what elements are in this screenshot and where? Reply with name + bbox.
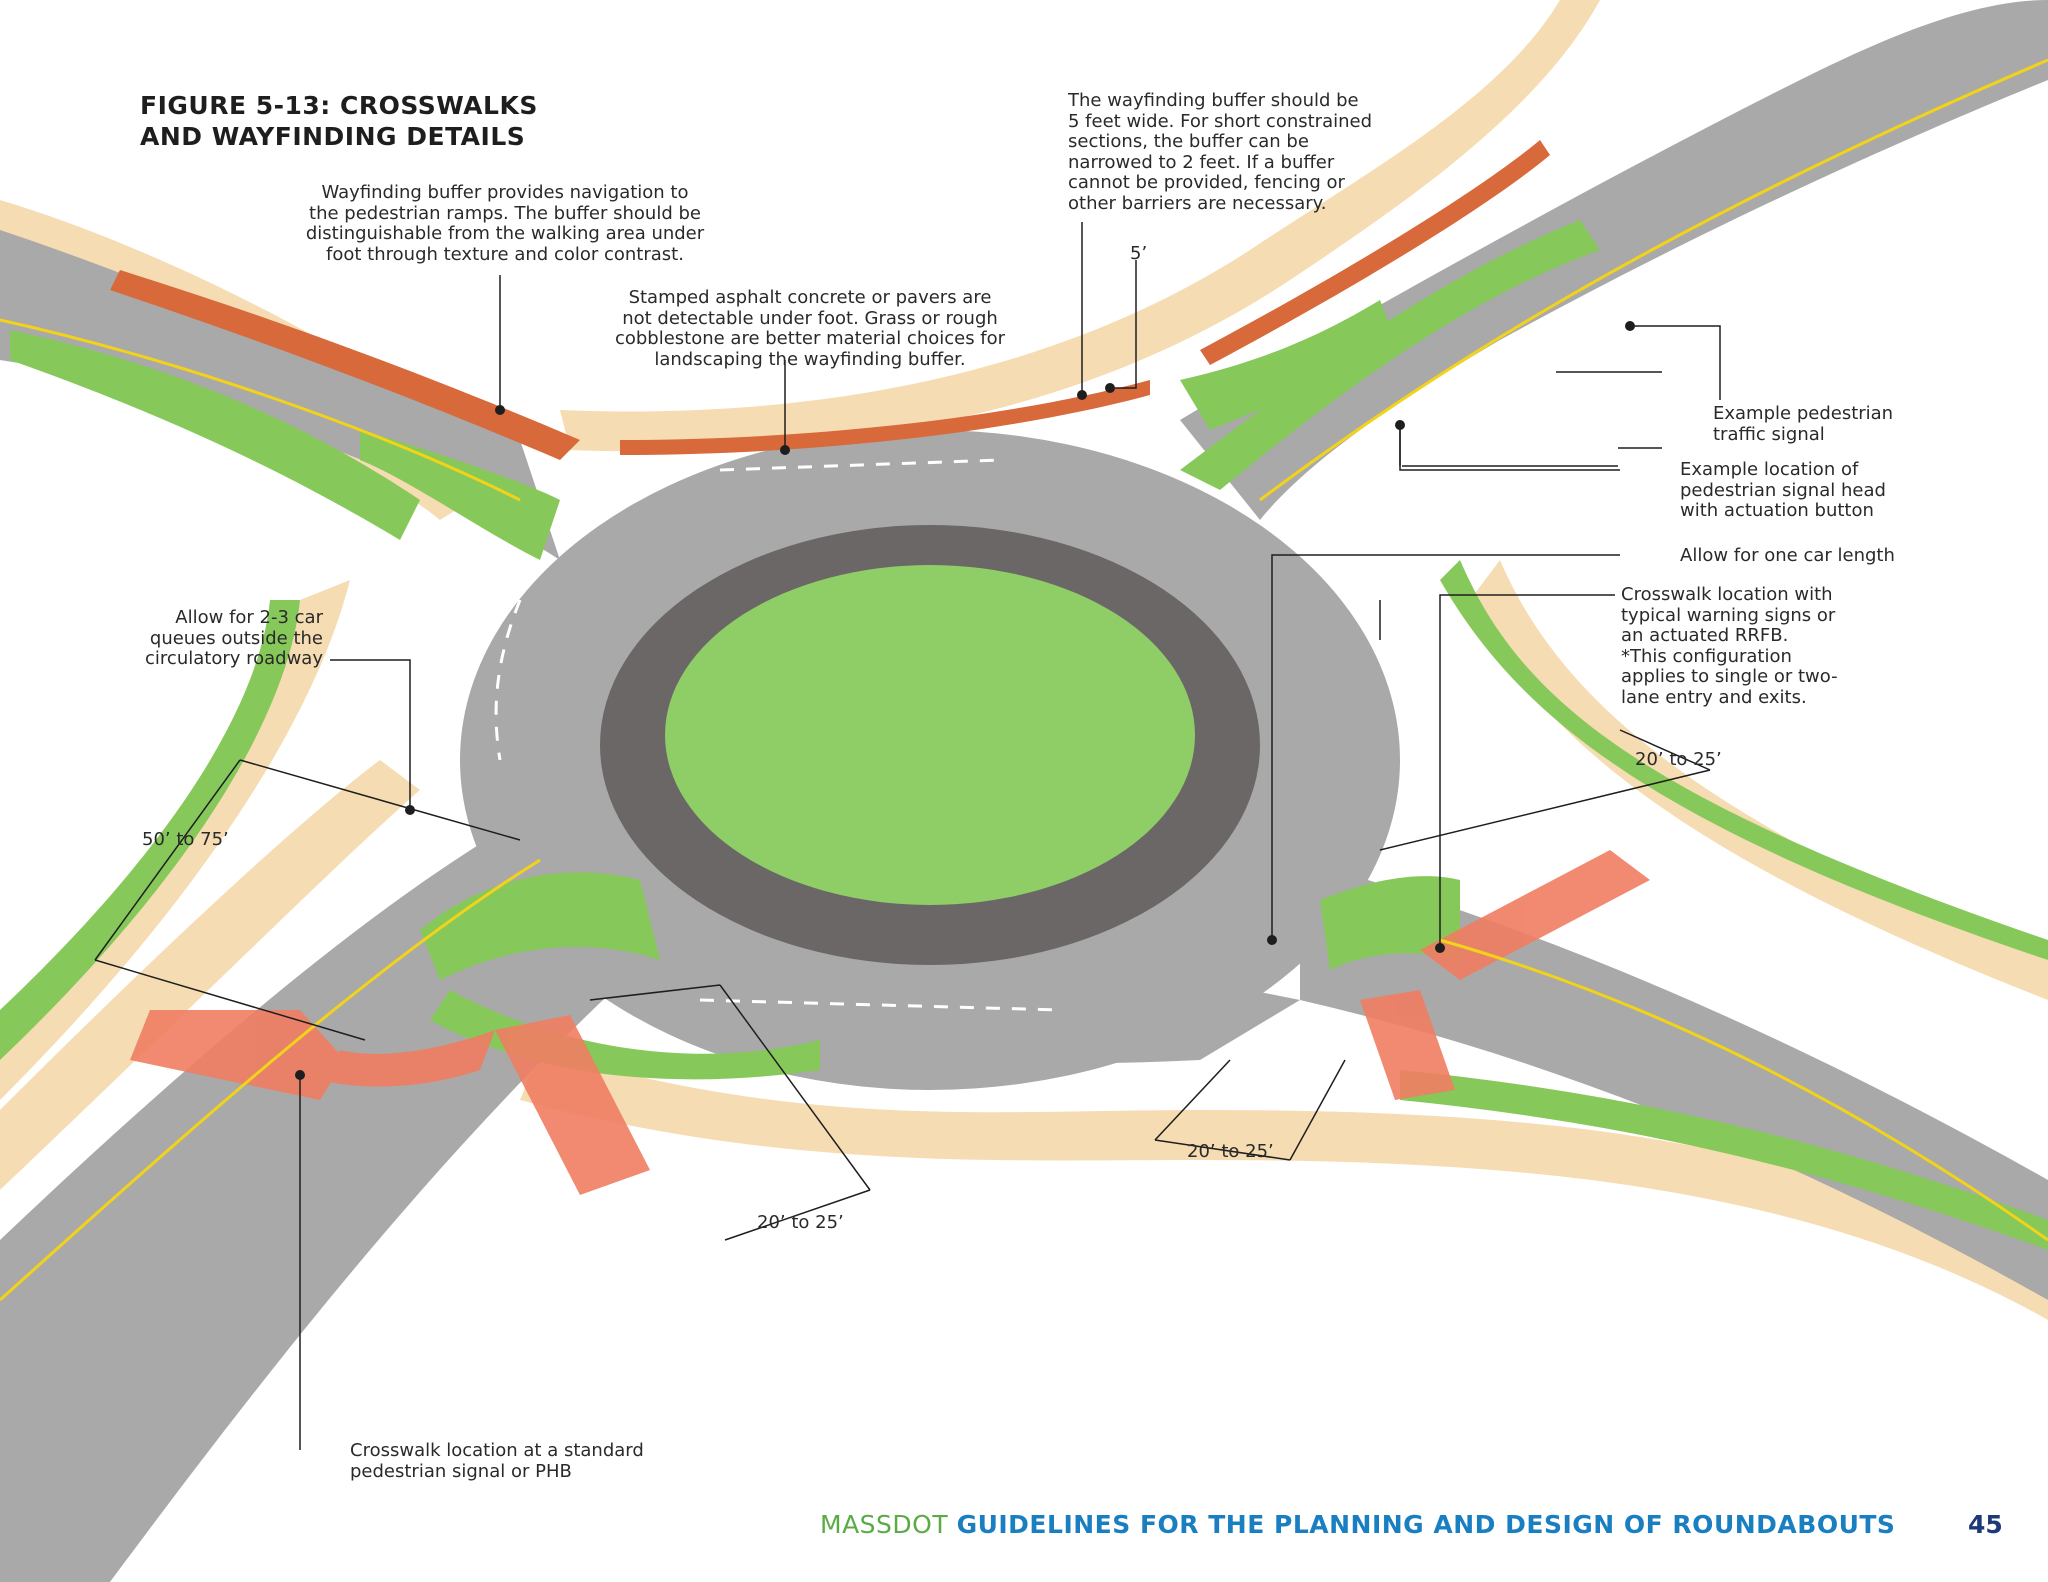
callout-line: typical warning signs or <box>1621 604 1836 626</box>
callout-line: pedestrian signal or PHB <box>350 1460 572 1482</box>
dimension-crosswalk-setback-bottom-right: 20’ to 25’ <box>1187 1141 1274 1162</box>
figure-title-line2: AND WAYFINDING DETAILS <box>140 122 526 151</box>
callout-line: queues outside the <box>149 627 323 649</box>
callout-line: Crosswalk location with <box>1621 584 1833 605</box>
callout-standard-signal: Crosswalk location at a standard pedestr… <box>350 1440 710 1482</box>
callout-line: Example pedestrian <box>1713 403 1894 424</box>
callout-line: Example location of <box>1680 459 1859 480</box>
callout-car-length: Allow for one car length <box>1680 545 1895 566</box>
callout-line: Wayfinding buffer provides navigation to <box>321 182 689 203</box>
central-island <box>665 565 1195 905</box>
buffer-dimension-label: 5’ <box>1130 243 1148 264</box>
callout-line: sections, the buffer can be <box>1068 131 1309 152</box>
crosswalks <box>130 850 1650 1195</box>
grass-strips <box>0 220 2048 1250</box>
callout-leaders <box>299 222 1721 1450</box>
callout-line: with actuation button <box>1680 500 1874 521</box>
dimension-crosswalk-setback-right: 20’ to 25’ <box>1635 749 1722 770</box>
callout-line: cobblestone are better material choices … <box>614 328 1006 349</box>
callout-ped-traffic-signal: Example pedestrian traffic signal <box>1713 403 1953 445</box>
callout-line: pedestrian signal head <box>1680 479 1886 501</box>
page-number: 45 <box>1968 1510 2003 1539</box>
callout-ped-signal-head: Example location of pedestrian signal he… <box>1680 459 1940 522</box>
callout-line: distinguishable from the walking area un… <box>305 223 705 244</box>
dimension-brackets <box>94 729 1711 1241</box>
callout-line: cannot be provided, fencing or <box>1068 172 1345 193</box>
callout-line: The wayfinding buffer should be <box>1068 90 1359 111</box>
callout-line: lane entry and exits. <box>1621 686 1807 708</box>
footer-brand: MASSDOT <box>820 1510 949 1539</box>
lane-markings <box>494 458 1429 1012</box>
callout-line: *This configuration <box>1621 645 1792 667</box>
callout-line: 5 feet wide. For short constrained <box>1068 110 1373 132</box>
figure-title: FIGURE 5-13: CROSSWALKS AND WAYFINDING D… <box>140 90 538 152</box>
dimension-crosswalk-setback-bottom: 20’ to 25’ <box>757 1212 844 1233</box>
callout-line: Allow for 2-3 car <box>175 607 323 628</box>
callout-line: landscaping the wayfinding buffer. <box>654 348 966 370</box>
callout-buffer-width: The wayfinding buffer should be 5 feet w… <box>1068 90 1408 214</box>
callout-line: not detectable under foot. Grass or roug… <box>622 307 998 329</box>
callout-line: circulatory roadway <box>145 648 323 669</box>
callout-line: an actuated RRFB. <box>1621 625 1789 646</box>
callout-line: foot through texture and color contrast. <box>326 243 684 265</box>
callout-line: narrowed to 2 feet. If a buffer <box>1068 151 1335 173</box>
callout-stamped-asphalt: Stamped asphalt concrete or pavers are n… <box>605 287 1015 370</box>
yellow-center-lines <box>0 58 2048 1302</box>
callout-line: the pedestrian ramps. The buffer should … <box>309 202 701 224</box>
wayfinding-buffers <box>110 140 1550 460</box>
footer-guideline-title: GUIDELINES FOR THE PLANNING AND DESIGN O… <box>956 1510 1896 1539</box>
dimension-queue-distance: 50’ to 75’ <box>142 829 229 850</box>
page-footer: MASSDOT GUIDELINES FOR THE PLANNING AND … <box>820 1510 1895 1539</box>
callout-line: Crosswalk location at a standard <box>350 1440 644 1461</box>
callout-line: Stamped asphalt concrete or pavers are <box>628 287 992 308</box>
figure-title-line1: FIGURE 5-13: CROSSWALKS <box>140 91 538 120</box>
callout-rrfb: Crosswalk location with typical warning … <box>1621 584 1881 708</box>
callout-line: applies to single or two- <box>1621 666 1838 687</box>
callout-car-queues: Allow for 2-3 car queues outside the cir… <box>100 607 323 670</box>
callout-wayfinding-buffer: Wayfinding buffer provides navigation to… <box>295 182 715 265</box>
callout-line: traffic signal <box>1713 423 1825 445</box>
callout-line: other barriers are necessary. <box>1068 192 1327 214</box>
